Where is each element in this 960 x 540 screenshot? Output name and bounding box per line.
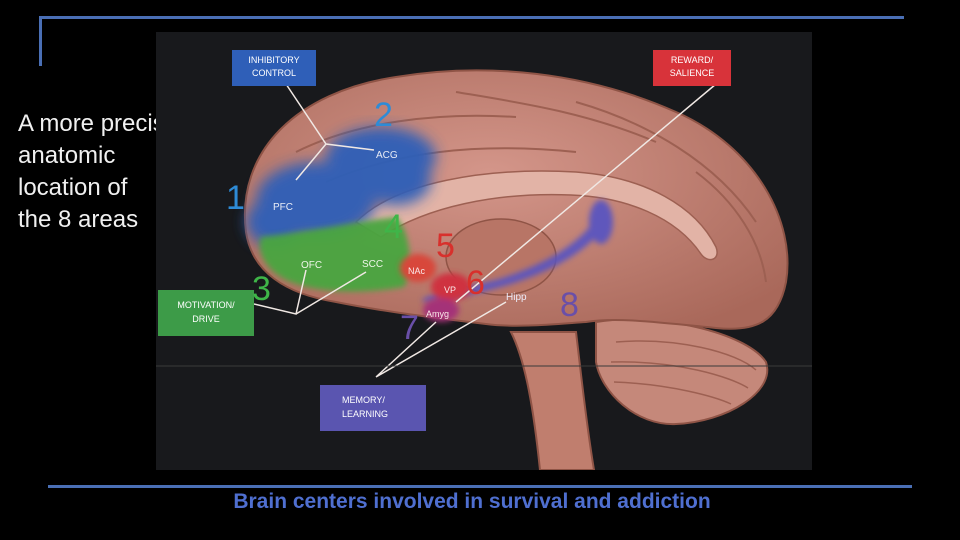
region-nac: NAc (408, 266, 426, 276)
brain-diagram: ACG PFC OFC SCC NAc VP Amyg Hipp INHIBIT… (156, 50, 812, 470)
side-description: A more precise anatomic location of the … (18, 108, 228, 236)
region-amyg: Amyg (426, 309, 449, 319)
region-vp: VP (444, 285, 456, 295)
marker-1: 1 (226, 179, 245, 217)
inhibitory-line-1: INHIBITORY (248, 55, 299, 65)
motivation-drive-box (158, 290, 254, 336)
brain-figure: ACG PFC OFC SCC NAc VP Amyg Hipp INHIBIT… (156, 32, 812, 470)
cerebellum (595, 318, 769, 426)
marker-3: 3 (252, 270, 271, 308)
left-rule (39, 16, 42, 66)
memory-line-1: MEMORY/ (342, 395, 385, 405)
reward-line-2: SALIENCE (670, 68, 715, 78)
region-hipp: Hipp (506, 292, 527, 303)
motivation-line-1: MOTIVATION/ (177, 300, 235, 310)
bottom-rule (48, 485, 912, 488)
reward-salience-box (653, 50, 731, 86)
region-pfc: PFC (273, 202, 293, 213)
inhibitory-line-2: CONTROL (252, 68, 296, 78)
caption: Brain centers involved in survival and a… (233, 490, 711, 513)
side-line: location of (18, 174, 128, 201)
marker-8: 8 (560, 286, 579, 324)
side-line: the 8 areas (18, 206, 139, 233)
inhibitory-control-box (232, 50, 316, 86)
side-line: A more precise (18, 110, 179, 137)
motivation-line-2: DRIVE (192, 314, 220, 324)
brainstem (509, 331, 596, 470)
side-line: anatomic (18, 142, 116, 169)
marker-4: 4 (384, 208, 403, 246)
memory-line-2: LEARNING (342, 409, 388, 419)
reward-line-1: REWARD/ (671, 55, 714, 65)
region-scc: SCC (362, 259, 383, 270)
marker-6: 6 (466, 264, 485, 302)
top-rule (40, 16, 904, 19)
marker-2: 2 (374, 96, 393, 134)
corpus-callosum (354, 170, 718, 261)
marker-7: 7 (400, 309, 419, 347)
region-ofc: OFC (301, 260, 322, 271)
marker-5: 5 (436, 227, 455, 265)
memory-learning-box (320, 385, 426, 431)
region-acg: ACG (376, 150, 398, 161)
